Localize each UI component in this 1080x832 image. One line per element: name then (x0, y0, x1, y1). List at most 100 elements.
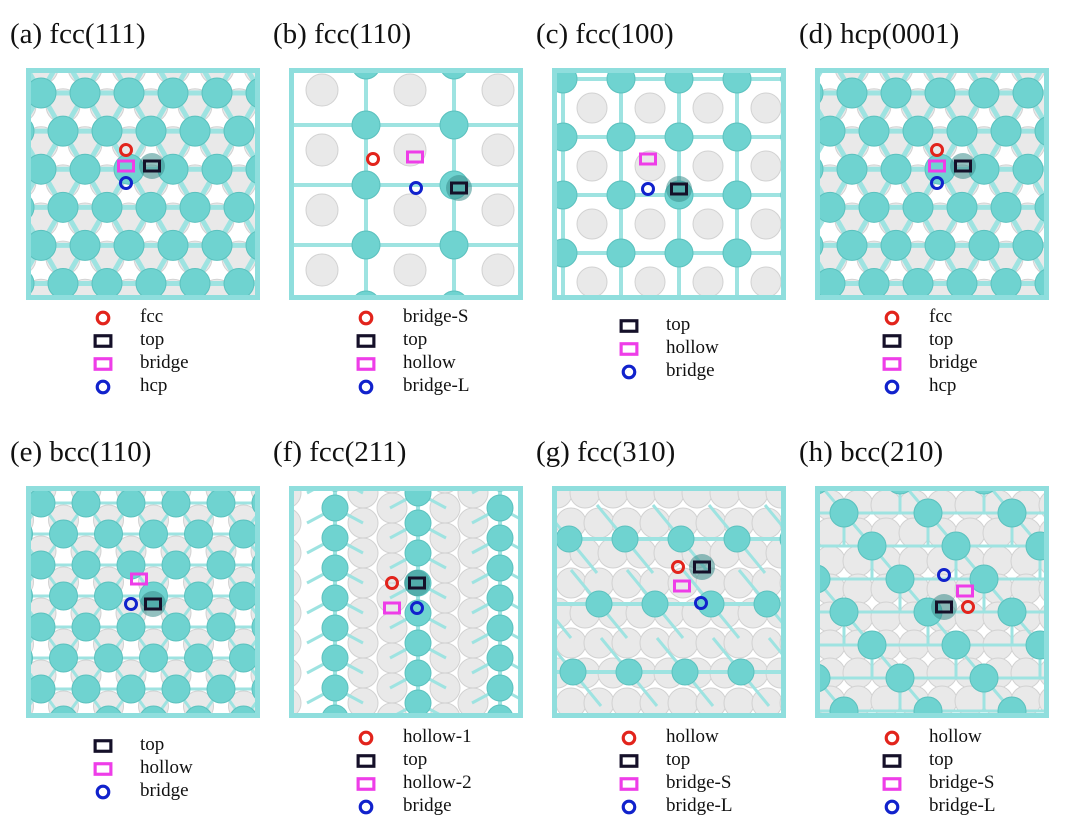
surface-atom (941, 531, 971, 561)
surface-atom (185, 705, 212, 713)
surface-atom (968, 77, 1000, 109)
blue-circle-icon (621, 364, 637, 380)
legend-label: top (140, 329, 165, 350)
panel-title: (a) fcc(111) (10, 18, 146, 50)
lattice-panel (552, 486, 786, 718)
surface-atom (223, 115, 255, 147)
legend-label: fcc (929, 306, 953, 327)
black-rectangle-icon (619, 754, 639, 768)
subsurface-atom (305, 253, 339, 287)
surface-atom (722, 122, 752, 152)
surface-atom (31, 491, 56, 518)
blue-circle-icon (694, 596, 708, 610)
surface-atom (486, 554, 514, 582)
surface-atom (31, 273, 35, 294)
subsurface-atom (653, 491, 685, 509)
surface-atom (223, 268, 255, 295)
surface-atom (836, 77, 868, 109)
blue-circle-icon (95, 784, 111, 800)
surface-atom (941, 630, 971, 660)
subsurface-atom (576, 266, 608, 295)
surface-atom (95, 705, 122, 713)
surface-atom (71, 674, 101, 704)
subsurface-atom (305, 133, 339, 167)
surface-atom (997, 498, 1027, 528)
black-rectangle-icon (93, 334, 113, 348)
subsurface-atom (954, 491, 986, 521)
surface-atom (184, 643, 213, 673)
surface-atom (321, 614, 349, 642)
subsurface-atom (481, 193, 515, 227)
surface-atom (990, 191, 1022, 223)
surface-atom (201, 229, 233, 261)
magenta-rectangle-icon (619, 777, 639, 791)
subsurface-atom (765, 491, 781, 509)
subsurface-atom (481, 253, 515, 287)
surface-atom (94, 519, 123, 549)
red-circle-icon (930, 143, 944, 157)
metal-bond (246, 73, 255, 88)
black-rectangle-icon (954, 159, 972, 173)
subsurface-atom (611, 687, 643, 713)
magenta-rectangle-icon (882, 777, 902, 791)
surface-atom (890, 491, 910, 495)
surface-atom (251, 679, 255, 699)
lattice-image (557, 73, 781, 295)
subsurface-atom (779, 636, 781, 650)
surface-atom (201, 77, 233, 109)
red-circle-icon (884, 730, 900, 746)
panel-title: (d) hcp(0001) (799, 18, 960, 50)
subsurface-atom (667, 687, 699, 713)
legend-label: bridge-S (929, 772, 995, 793)
surface-atom (351, 110, 381, 140)
red-circle-icon (621, 730, 637, 746)
magenta-rectangle-icon (93, 762, 113, 776)
lattice-image (31, 491, 255, 713)
legend-label: top (929, 329, 954, 350)
surface-atom (723, 525, 751, 553)
subsurface-atom (695, 507, 727, 539)
surface-atom (69, 229, 101, 261)
legend-label: hollow-1 (403, 726, 472, 747)
blue-circle-icon (95, 379, 111, 395)
surface-atom (322, 704, 348, 713)
surface-atom (836, 229, 868, 261)
surface-atom (351, 230, 381, 260)
black-rectangle-icon (408, 576, 426, 590)
subsurface-atom (294, 599, 302, 627)
magenta-rectangle-icon (882, 357, 902, 371)
blue-circle-icon (358, 379, 374, 395)
surface-atom (31, 229, 57, 261)
surface-atom (94, 643, 123, 673)
lattice-image (294, 491, 518, 713)
surface-atom (611, 525, 639, 553)
subsurface-atom (347, 491, 379, 509)
surface-atom (31, 550, 56, 580)
panel-title: (f) fcc(211) (273, 436, 407, 468)
legend-label: bridge (140, 352, 189, 373)
surface-atom (321, 554, 349, 582)
surface-atom (902, 115, 934, 147)
surface-atom (135, 268, 167, 295)
surface-atom (557, 122, 578, 152)
surface-atom (439, 230, 469, 260)
legend-label: hollow (666, 726, 719, 747)
surface-atom (161, 612, 191, 642)
magenta-rectangle-icon (356, 357, 376, 371)
surface-atom (229, 643, 255, 673)
subsurface-atom (723, 687, 755, 713)
subsurface-atom (639, 627, 671, 659)
lattice-panel (552, 68, 786, 300)
black-rectangle-icon (93, 334, 113, 348)
surface-atom (486, 584, 514, 612)
surface-atom (671, 658, 699, 686)
surface-atom (179, 191, 211, 223)
subsurface-atom (430, 702, 460, 713)
black-rectangle-icon (882, 754, 902, 768)
surface-atom (722, 73, 752, 94)
subsurface-atom (576, 208, 608, 240)
surface-atom (31, 121, 35, 141)
